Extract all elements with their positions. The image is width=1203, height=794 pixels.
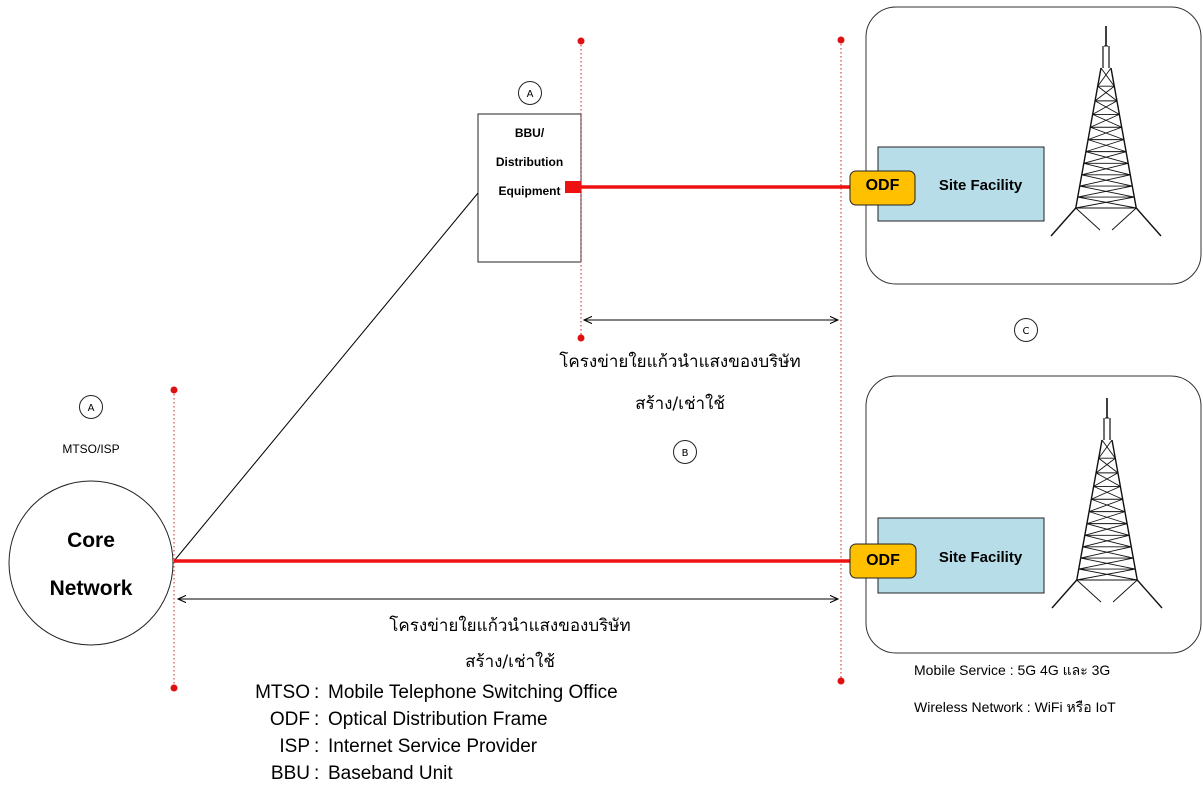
fiber-lower-label-line1: โครงข่ายใยแก้วนำแสงของบริษัท bbox=[389, 616, 631, 636]
legend-abbr: MTSO bbox=[255, 682, 310, 703]
legend-abbr: ISP bbox=[279, 736, 310, 757]
legend-desc: Baseband Unit bbox=[328, 763, 453, 784]
core-label-line2: Network bbox=[49, 577, 133, 600]
fiber-lower-label-line2: สร้าง/เช่าใช้ bbox=[465, 652, 555, 672]
tower-icon bbox=[1051, 398, 1163, 609]
legend-desc: Internet Service Provider bbox=[328, 736, 538, 757]
bbu-label-line2: Distribution bbox=[495, 155, 564, 169]
site-facility-label-lower: Site Facility bbox=[938, 549, 1023, 566]
odf-label-lower: ODF bbox=[866, 552, 900, 569]
bbu-box bbox=[477, 113, 582, 263]
legend-desc: Optical Distribution Frame bbox=[328, 709, 548, 730]
fiber-upper-label-line2: สร้าง/เช่าใช้ bbox=[635, 394, 725, 414]
wireless-network-label: Wireless Network : WiFi หรือ IoT bbox=[914, 699, 1116, 715]
legend-sep: : bbox=[314, 709, 320, 730]
core-location-label: MTSO/ISP bbox=[62, 442, 120, 456]
legend-abbr: ODF bbox=[269, 709, 310, 730]
fiber-upper-label-line1: โครงข่ายใยแก้วนำแสงของบริษัท bbox=[559, 352, 801, 372]
svg-text:B: B bbox=[682, 448, 689, 459]
legend-sep: : bbox=[314, 763, 320, 784]
core-to-bbu-link bbox=[173, 192, 479, 562]
badge-bbu: A bbox=[518, 81, 542, 105]
bbu-fiber-port bbox=[565, 181, 581, 193]
odf-box-lower bbox=[849, 543, 917, 579]
site-facility-label-upper: Site Facility bbox=[938, 177, 1023, 194]
svg-text:A: A bbox=[527, 89, 534, 100]
svg-text:A: A bbox=[88, 403, 95, 414]
site-container-lower bbox=[865, 375, 1202, 654]
badge-fiber: B bbox=[673, 440, 697, 464]
tower-icon bbox=[1050, 26, 1162, 237]
site-container-upper bbox=[865, 6, 1202, 285]
legend-sep: : bbox=[314, 736, 320, 757]
svg-text:C: C bbox=[1023, 326, 1030, 337]
bbu-label-line1: BBU/ bbox=[514, 126, 545, 140]
boundary-markers bbox=[170, 36, 845, 692]
core-network-circle bbox=[8, 480, 174, 646]
mobile-service-label: Mobile Service : 5G 4G และ 3G bbox=[914, 662, 1111, 678]
legend-desc: Mobile Telephone Switching Office bbox=[328, 682, 618, 703]
legend-abbr: BBU bbox=[270, 763, 310, 784]
legend-sep: : bbox=[314, 682, 320, 703]
badge-site: C bbox=[1014, 318, 1038, 342]
core-label-line1: Core bbox=[67, 529, 115, 552]
odf-box-upper bbox=[849, 170, 916, 206]
badge-core: A bbox=[79, 395, 103, 419]
odf-label-upper: ODF bbox=[865, 177, 900, 194]
bbu-label-line3: Equipment bbox=[498, 184, 561, 198]
